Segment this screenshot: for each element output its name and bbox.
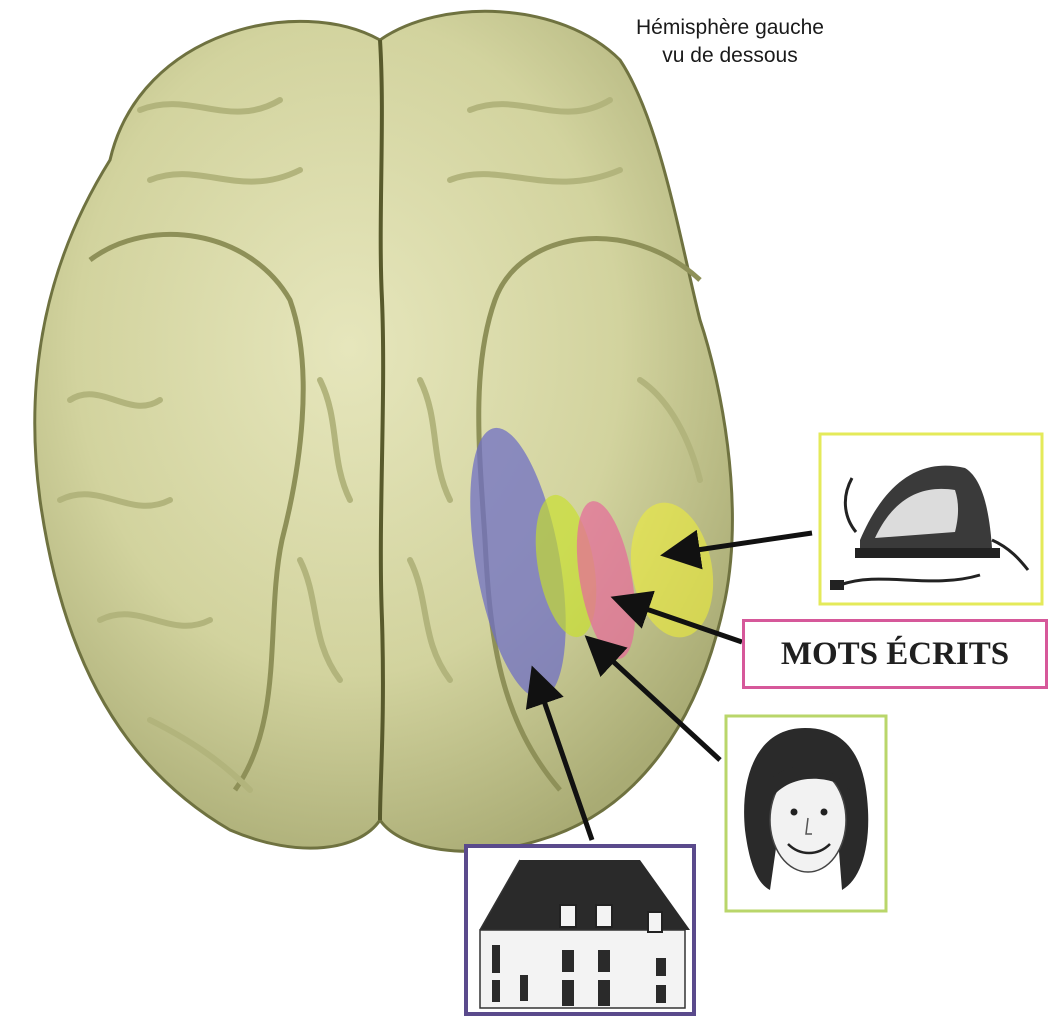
caption-line-1: Hémisphère gauche [560, 14, 900, 42]
brain-icon [35, 11, 733, 851]
diagram-caption: Hémisphère gauche vu de dessous [560, 14, 900, 70]
iron-image [820, 434, 1042, 604]
written-words-label: MOTS ÉCRITS [742, 619, 1048, 689]
face-icon [744, 728, 868, 890]
caption-line-2: vu de dessous [560, 42, 900, 70]
face-image [726, 716, 886, 911]
house-image [466, 846, 694, 1014]
